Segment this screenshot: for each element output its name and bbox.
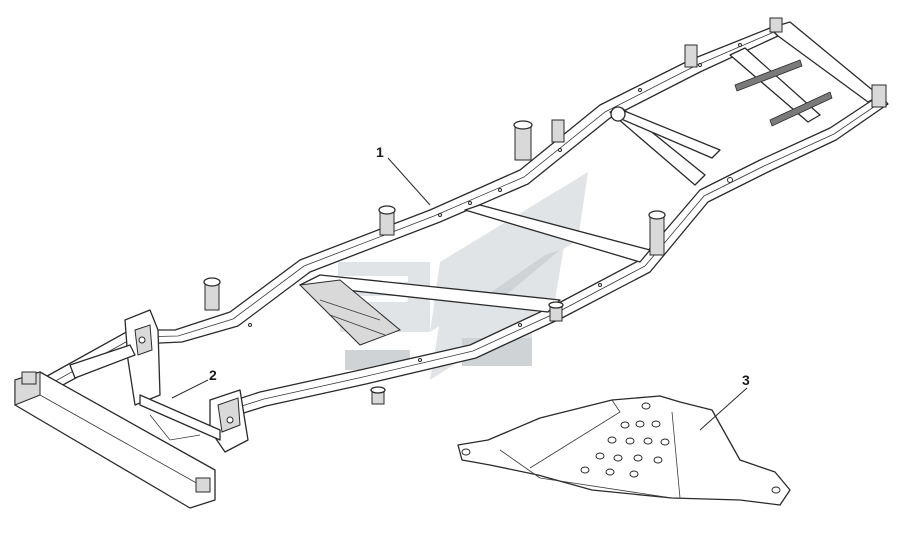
front-suspension-bracket xyxy=(69,309,249,453)
callout-1: 1 xyxy=(376,144,431,206)
svg-text:1: 1 xyxy=(376,144,384,160)
svg-text:3: 3 xyxy=(742,372,750,388)
rear-end-cross-member xyxy=(729,47,821,123)
skid-plate-holes xyxy=(461,402,781,494)
svg-text:2: 2 xyxy=(209,367,217,383)
callout-2: 2 xyxy=(171,367,217,399)
front-cross-member xyxy=(14,371,216,509)
body-mounts xyxy=(21,17,887,493)
callout-3: 3 xyxy=(699,372,750,431)
rail-holes xyxy=(248,43,742,362)
mid-cross-member xyxy=(299,274,561,313)
chassis-frame xyxy=(14,17,889,509)
right-side-rail xyxy=(219,94,889,419)
skid-plate xyxy=(457,395,791,506)
